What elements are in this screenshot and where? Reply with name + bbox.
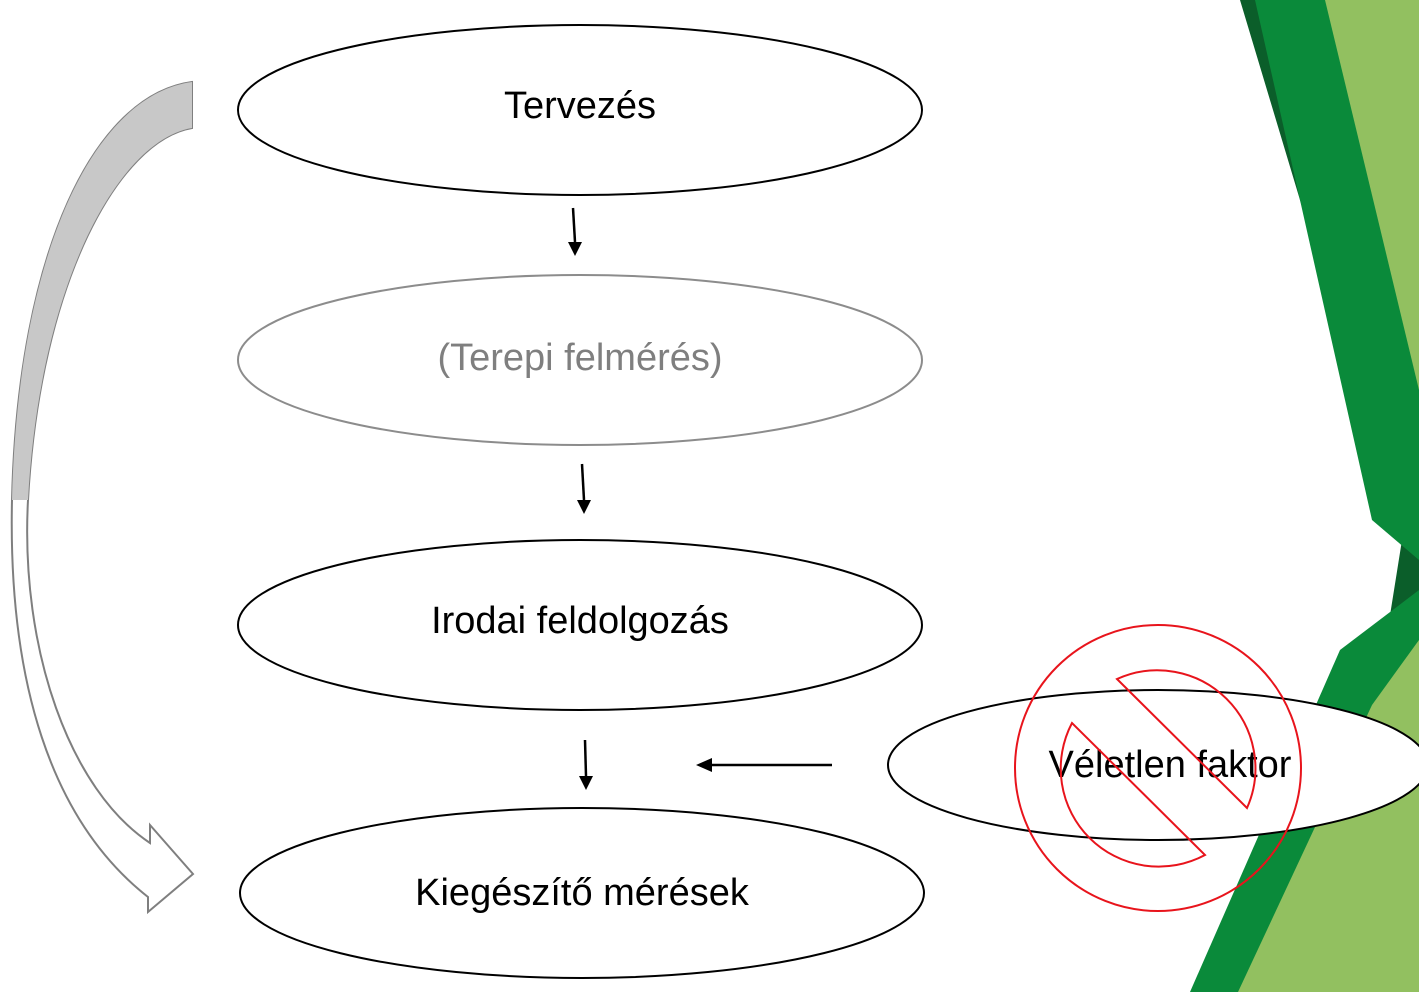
node-irodai-feldolgozas: Irodai feldolgozás <box>237 539 923 711</box>
arrow-terepi-to-irodai <box>580 463 586 501</box>
arrowhead-2 <box>577 500 591 514</box>
node-shape <box>239 807 925 979</box>
node-kiegeszito-meresek: Kiegészítő mérések <box>239 807 925 979</box>
arrowhead-1 <box>568 242 582 256</box>
arrow-tervezes-to-terepi <box>571 207 577 243</box>
node-label: Tervezés <box>504 85 656 127</box>
node-shape <box>237 24 923 196</box>
connector-arrows <box>568 207 832 790</box>
node-label: Irodai feldolgozás <box>431 600 729 642</box>
node-shape <box>237 274 923 446</box>
node-label: Véletlen faktor <box>1049 744 1292 786</box>
arrowhead-3 <box>579 776 593 790</box>
node-label: (Terepi felmérés) <box>437 337 722 379</box>
node-shape <box>237 539 923 711</box>
arrowhead-4 <box>696 758 712 772</box>
node-tervezes: Tervezés <box>237 24 923 196</box>
node-veletlen-faktor: Véletlen faktor <box>887 689 1419 841</box>
curved-arrow-shaded-band <box>12 82 192 500</box>
banner-light-band <box>1325 0 1419 390</box>
prohibition-icon <box>1014 624 1302 912</box>
prohibition-inner-half-2 <box>1059 721 1207 868</box>
node-label: Kiegészítő mérések <box>415 872 750 914</box>
prohibition-outer-ring <box>1014 624 1302 912</box>
arrow-irodai-to-kiegeszito <box>583 739 588 777</box>
curved-return-arrow <box>10 80 195 915</box>
node-terepi-felmeres: (Terepi felmérés) <box>237 274 923 446</box>
prohibition-inner-half-1 <box>1115 669 1257 810</box>
decorative-banner <box>1190 0 1419 992</box>
